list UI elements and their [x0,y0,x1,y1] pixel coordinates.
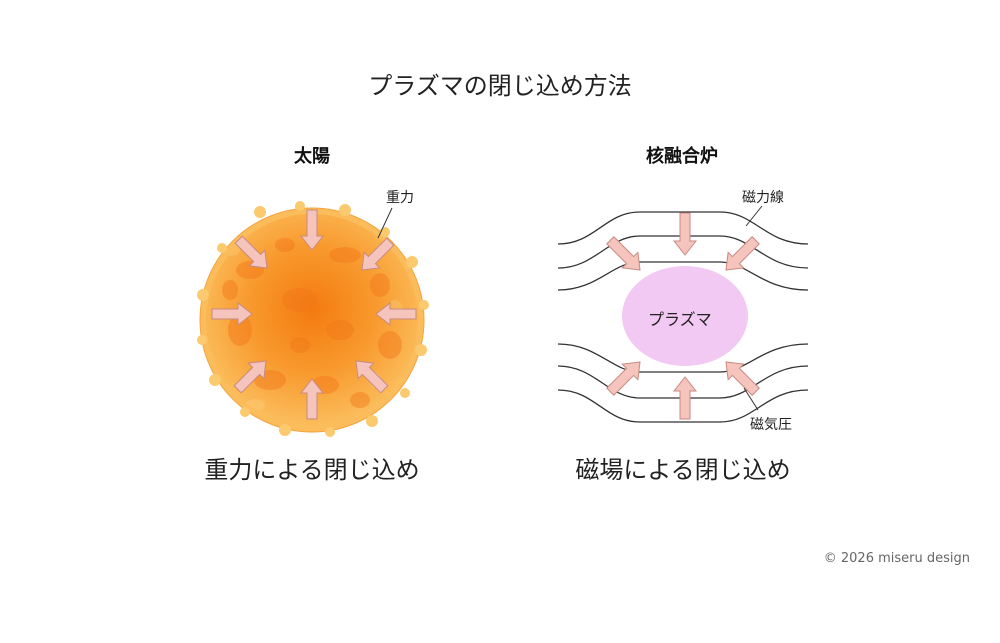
pressure-arrow [672,212,698,256]
pressure-arrow [725,236,760,271]
pressure-arrow [672,376,698,420]
magnetic-pressure-label: 磁気圧 [750,417,792,433]
page-title: プラズマの閉じ込め方法 [368,72,632,100]
pressure-arrow [606,236,641,271]
reactor-caption: 磁場による閉じ込め [575,456,791,484]
field-lines-label: 磁力線 [742,190,784,206]
gravity-arrow [375,301,417,327]
gravity-arrow [233,360,267,394]
field-lines-leader-line [745,205,763,227]
gravity-arrow [355,360,389,394]
pressure-leader-line [743,387,759,411]
sun-caption: 重力による閉じ込め [204,456,420,484]
pressure-arrow [606,361,641,396]
gravity-arrow [211,301,253,327]
sun-prominences [197,201,429,437]
plasma-blob [622,266,748,366]
copyright-credit: © 2026 miseru design [823,551,970,566]
pressure-arrow [725,361,760,396]
reactor-heading: 核融合炉 [646,146,718,167]
sun-granulation [222,238,402,408]
plasma-label: プラズマ [648,310,712,329]
magnetic-pressure-arrows [606,212,760,420]
gravity-label: 重力 [386,190,414,206]
gravity-arrow [299,209,325,251]
gravity-arrow [234,235,268,269]
sun-heading: 太陽 [294,146,330,167]
gravity-leader-line [377,207,393,239]
gravity-arrow [299,378,325,420]
gravity-arrow [361,237,395,271]
gravity-arrows [211,209,417,420]
